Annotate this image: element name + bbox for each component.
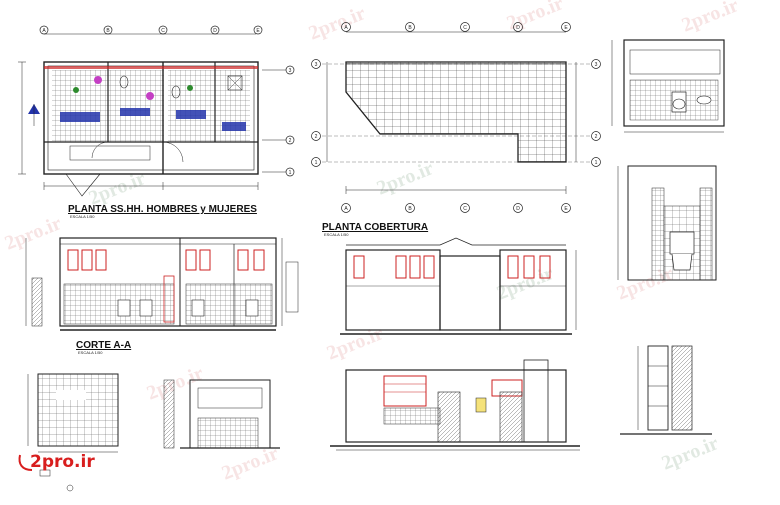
roof-grid-bubbles-top: A B C D E xyxy=(341,22,571,32)
detail-partition xyxy=(620,345,712,435)
roof-grid-bubbles-right: 3 2 1 xyxy=(591,59,601,167)
logo-text: 2pro.ir xyxy=(30,452,95,472)
grid-label: E xyxy=(564,206,568,212)
grid-label: E xyxy=(256,28,260,34)
elevation-front xyxy=(340,237,577,335)
grid-label: D xyxy=(213,28,217,34)
grid-label: B xyxy=(408,25,412,31)
section-title: CORTE A-A xyxy=(76,340,131,351)
watermark-text: 2pro.ir xyxy=(306,2,369,45)
plan-title: PLANTA SS.HH. HOMBRES y MUJERES xyxy=(68,204,257,215)
grid-label: C xyxy=(463,206,467,212)
detail-wc-elevation xyxy=(611,39,725,133)
grid-label: D xyxy=(516,206,520,212)
watermark-text: 2pro.ir xyxy=(374,157,437,200)
grid-label: 3 xyxy=(289,68,292,74)
red-window-frames xyxy=(67,249,265,271)
roof-plan: A B C D E A B C D E 3 2 xyxy=(311,22,601,213)
elevation-restrooms xyxy=(25,237,299,331)
watermark-text: 2pro.ir xyxy=(144,362,207,405)
grid-label: 2 xyxy=(289,138,292,144)
roof-grid-bubbles-bottom: A B C D E xyxy=(341,203,571,213)
grid-label: A xyxy=(42,28,46,34)
grid-bubbles-top: A B C D E xyxy=(39,25,263,35)
elevation-entrance xyxy=(330,359,580,451)
grid-label: A xyxy=(344,206,348,212)
grid-label: 2 xyxy=(315,134,318,140)
grid-label: C xyxy=(161,28,165,34)
grid-label: 1 xyxy=(315,160,318,166)
watermark-text: 2pro.ir xyxy=(679,0,742,37)
grid-label: B xyxy=(408,206,412,212)
grid-label: E xyxy=(564,25,568,31)
grid-label: 2 xyxy=(595,134,598,140)
roof-title: PLANTA COBERTURA xyxy=(322,222,428,233)
detail-tiled-wall xyxy=(27,373,119,492)
grid-label: D xyxy=(516,25,520,31)
section-scale: ESCALA 1/50 xyxy=(78,350,103,355)
grid-label: C xyxy=(463,25,467,31)
roof-grid-bubbles-left: 3 2 1 xyxy=(311,59,321,167)
floor-plan: A B C D E 3 2 1 xyxy=(18,25,295,197)
grid-label: B xyxy=(106,28,110,34)
grid-label: 1 xyxy=(595,160,598,166)
watermark-text: 2pro.ir xyxy=(2,212,65,255)
grid-label: 3 xyxy=(595,62,598,68)
watermark-text: 2pro.ir xyxy=(324,322,387,365)
roof-scale: ESCALA 1/50 xyxy=(324,232,349,237)
watermark-text: 2pro.ir xyxy=(504,0,567,35)
grid-label: A xyxy=(344,25,348,31)
grid-label: 1 xyxy=(289,170,292,176)
grid-label: 3 xyxy=(315,62,318,68)
grid-bubbles-right: 3 2 1 xyxy=(285,65,295,177)
detail-urinal xyxy=(163,379,280,449)
detail-wc-section xyxy=(617,165,717,281)
watermark-text: 2pro.ir xyxy=(659,432,722,475)
watermark-text: 2pro.ir xyxy=(494,262,557,305)
red-window-frames xyxy=(353,255,551,279)
brand-logo: 2pro.ir xyxy=(18,452,95,472)
plan-scale: ESCALA 1/50 xyxy=(70,214,95,219)
